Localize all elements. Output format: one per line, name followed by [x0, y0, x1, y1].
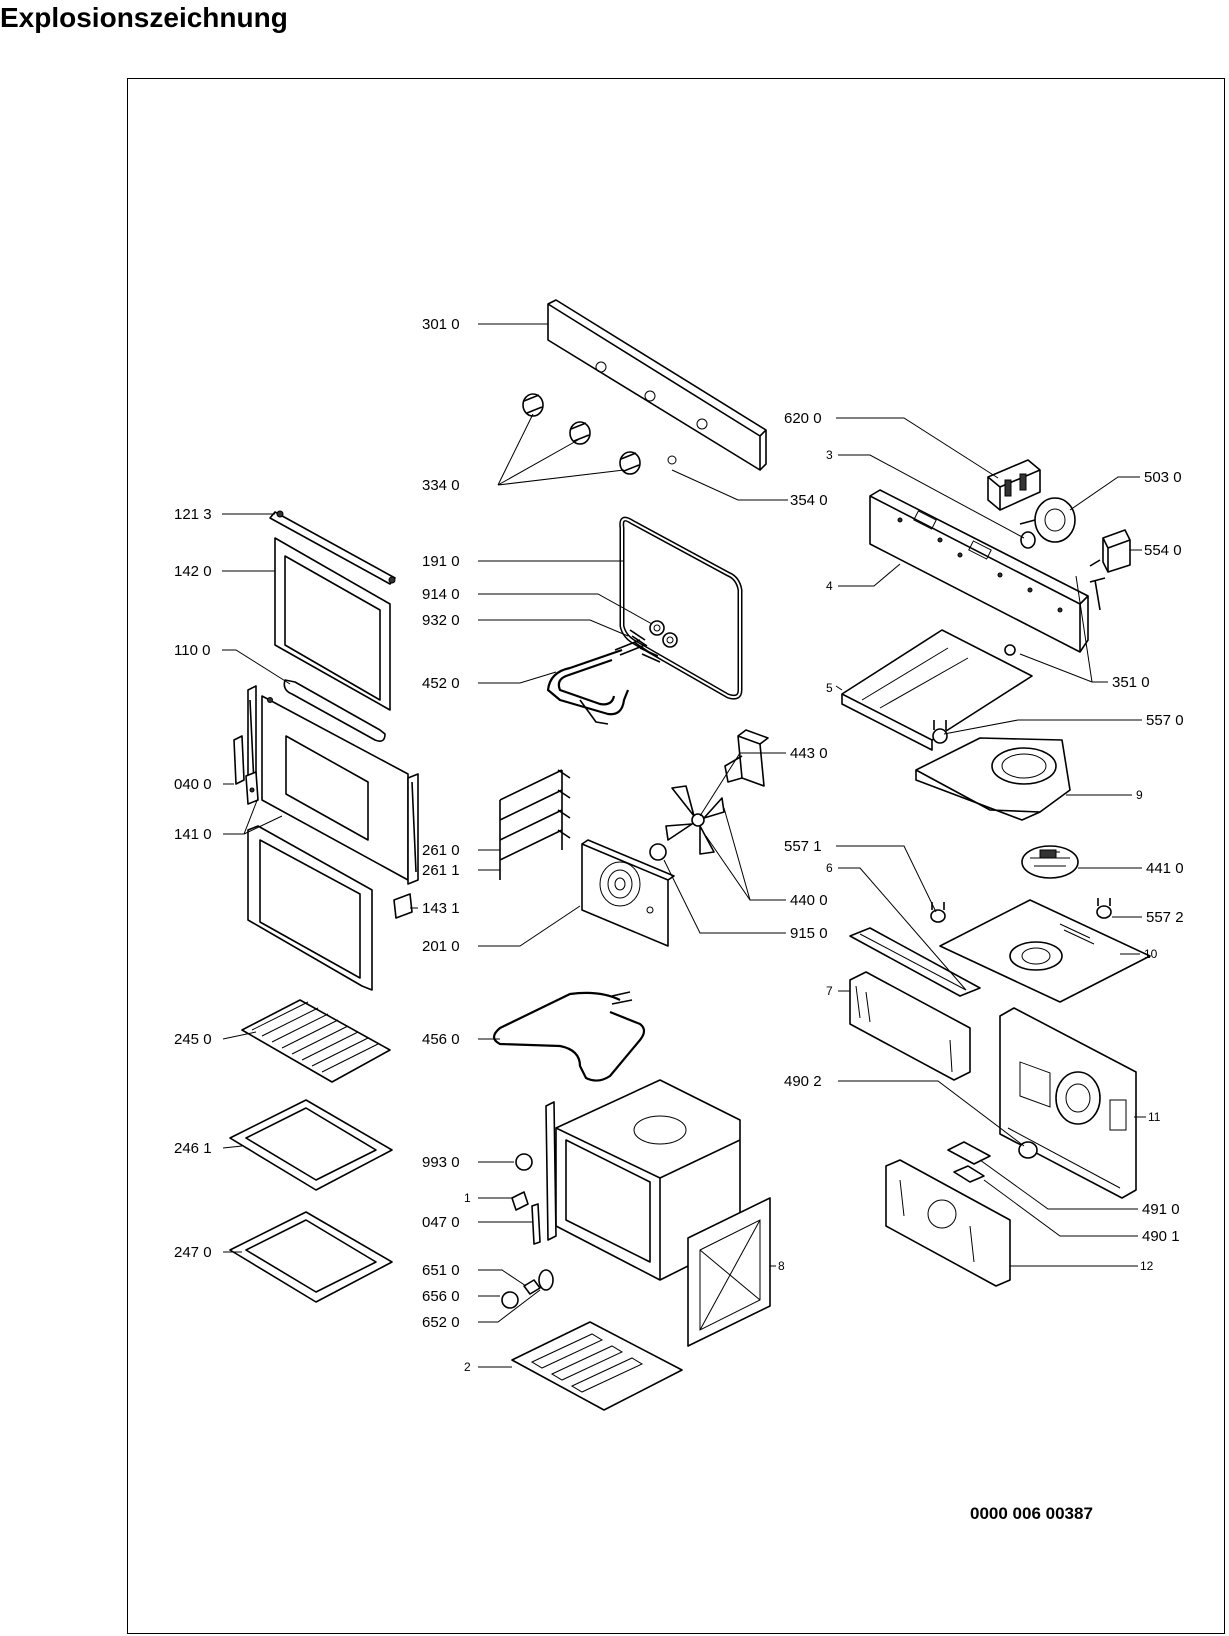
callout-261-0: 261 0 [422, 842, 460, 859]
part-thermostat-2 [1096, 898, 1112, 919]
part-selector-switch [987, 459, 1041, 511]
callout-503-0: 503 0 [1144, 469, 1182, 486]
part-door-trim [269, 510, 396, 585]
callout-993-0: 993 0 [422, 1154, 460, 1171]
part-bottom-plate [511, 1321, 683, 1411]
part-lamp-parts [511, 1153, 541, 1245]
callout-351-0: 351 0 [1112, 674, 1150, 691]
callout-4: 4 [826, 579, 833, 593]
part-fan-wheel [665, 785, 725, 855]
callout-490-1: 490 1 [1142, 1228, 1180, 1245]
callout-915-0: 915 0 [790, 925, 828, 942]
callout-557-1: 557 1 [784, 838, 822, 855]
part-wire-shelf [241, 999, 391, 1083]
callout-914-0: 914 0 [422, 586, 460, 603]
part-duct-side [849, 971, 971, 1081]
callout-261-1: 261 1 [422, 862, 460, 879]
callout-10: 10 [1144, 947, 1158, 961]
part-terminal-block [947, 1141, 991, 1183]
callout-142-0: 142 0 [174, 563, 212, 580]
callout-1: 1 [464, 1191, 471, 1205]
callout-443-0: 443 0 [790, 745, 828, 762]
callout-110-0: 110 0 [174, 642, 210, 659]
drawing-frame [127, 78, 1225, 1634]
part-lamp-switch [1089, 529, 1131, 611]
callout-651-0: 651 0 [422, 1262, 460, 1279]
callout-5: 5 [826, 681, 833, 695]
callout-557-2: 557 2 [1146, 909, 1184, 926]
callout-246-1: 246 1 [174, 1140, 212, 1157]
callout-440-0: 440 0 [790, 892, 828, 909]
part-fan-nut [649, 843, 667, 861]
callout-201-0: 201 0 [422, 938, 460, 955]
part-control-frame [869, 489, 1089, 653]
part-thermostat-1 [930, 902, 946, 923]
part-fan-plate [939, 899, 1151, 1003]
callout-620-0: 620 0 [784, 410, 822, 427]
callout-047-0: 047 0 [422, 1214, 460, 1231]
part-door-glass [274, 537, 391, 711]
callout-040-0: 040 0 [174, 776, 212, 793]
part-baking-tray [229, 1099, 393, 1191]
callout-247-0: 247 0 [174, 1244, 212, 1261]
callout-456-0: 456 0 [422, 1031, 460, 1048]
callout-334-0: 334 0 [422, 477, 460, 494]
callout-656-0: 656 0 [422, 1288, 460, 1305]
part-bottom-heater [492, 991, 646, 1082]
callout-143-1: 143 1 [422, 900, 460, 917]
part-side-bracket [687, 1197, 771, 1347]
part-top-heater [546, 639, 646, 725]
callout-191-0: 191 0 [422, 553, 460, 570]
part-top-cover [841, 629, 1033, 751]
callout-7: 7 [826, 984, 833, 998]
callout-141-0: 141 0 [174, 826, 212, 843]
callout-491-0: 491 0 [1142, 1201, 1180, 1218]
callout-557-0: 557 0 [1146, 712, 1184, 729]
callout-6: 6 [826, 861, 833, 875]
callout-932-0: 932 0 [422, 612, 460, 629]
part-fan-housing [915, 737, 1071, 821]
part-deep-tray [229, 1211, 393, 1303]
callout-11: 11 [1148, 1110, 1161, 1124]
callout-245-0: 245 0 [174, 1031, 212, 1048]
callout-652-0: 652 0 [422, 1314, 460, 1331]
part-oven-lamp [501, 1269, 554, 1309]
page-title: Explosionszeichnung [0, 2, 288, 33]
part-air-duct [849, 927, 981, 997]
part-thermostat-0 [932, 720, 948, 744]
part-control-panel [547, 299, 767, 471]
part-fan-motor [724, 729, 769, 787]
callout-2: 2 [464, 1360, 471, 1374]
leader-lines [222, 323, 1146, 1368]
part-fixing-nuts [629, 620, 678, 663]
part-hinge-bracket [245, 771, 259, 805]
part-side-panel [885, 1159, 1011, 1287]
callout-301-0: 301 0 [422, 316, 460, 333]
callout-452-0: 452 0 [422, 675, 460, 692]
part-door-clip [393, 893, 413, 919]
callout-354-0: 354 0 [790, 492, 828, 509]
callout-3: 3 [826, 448, 833, 462]
callout-490-2: 490 2 [784, 1073, 822, 1090]
part-hinge-pin [233, 735, 245, 785]
part-inner-glass-frame [247, 825, 373, 991]
callout-554-0: 554 0 [1144, 542, 1182, 559]
part-cooling-fan [1021, 845, 1079, 879]
callout-121-3: 121 3 [174, 506, 212, 523]
callout-9: 9 [1136, 788, 1143, 802]
callout-12: 12 [1140, 1259, 1154, 1273]
document-number: 0000 006 00387 [970, 1504, 1093, 1523]
part-door-handle [283, 679, 386, 742]
part-rear-panel [581, 839, 675, 947]
part-rear-wall [999, 1007, 1137, 1199]
part-timer [1019, 497, 1076, 543]
part-side-racks [499, 769, 571, 880]
part-knobs [522, 393, 641, 475]
part-oven-cavity [545, 1079, 741, 1281]
callout-441-0: 441 0 [1146, 860, 1184, 877]
part-shaft [1020, 531, 1036, 549]
part-door-seal [619, 516, 743, 700]
callout-8: 8 [778, 1259, 785, 1273]
